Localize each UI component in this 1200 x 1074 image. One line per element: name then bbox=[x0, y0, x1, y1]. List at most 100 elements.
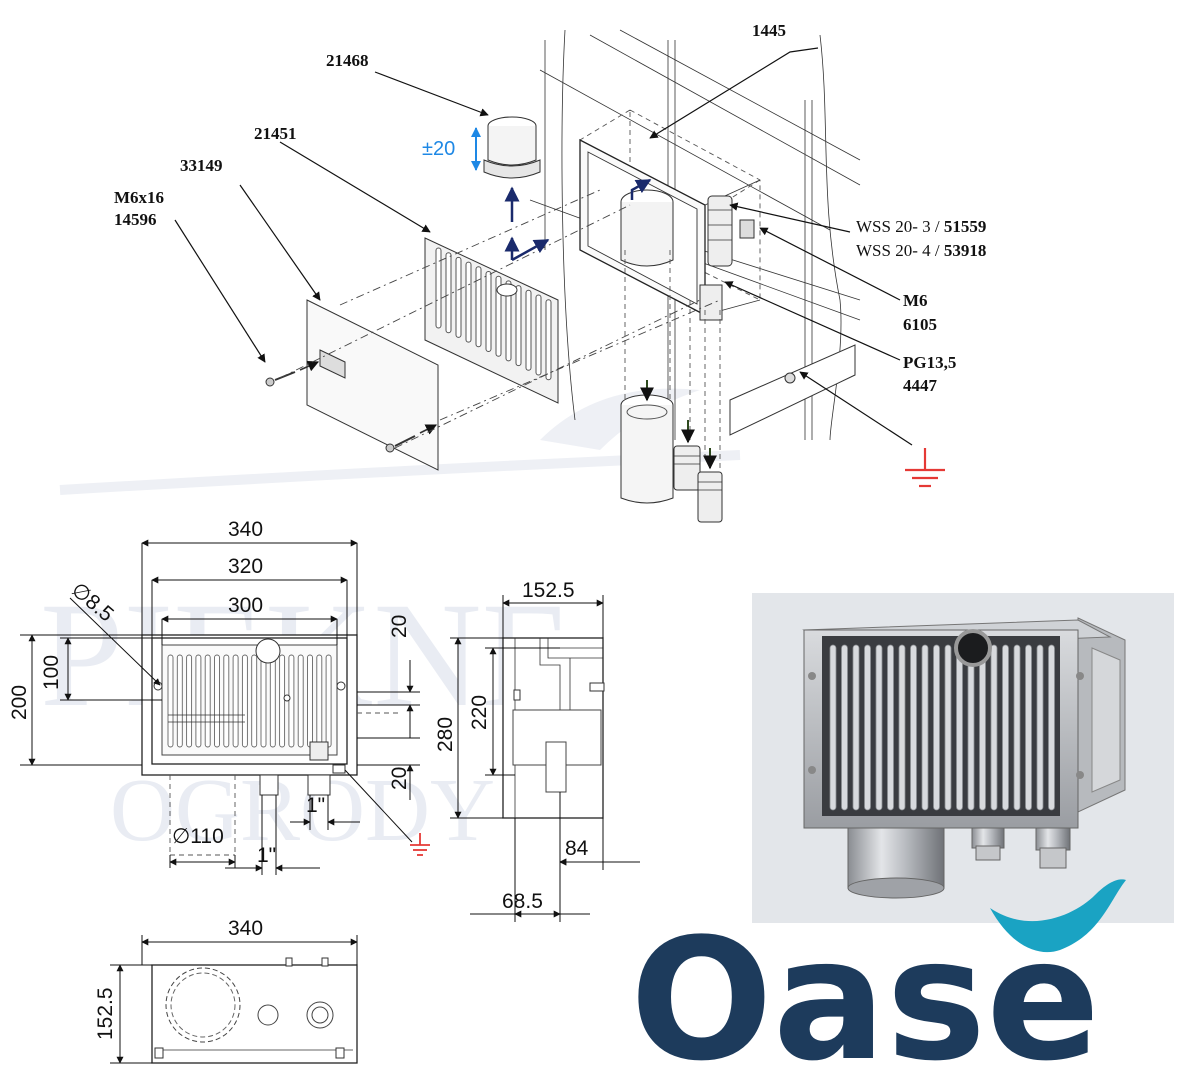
photo-slot bbox=[921, 644, 929, 811]
photo-slot bbox=[1048, 644, 1055, 811]
grille-cover bbox=[424, 237, 559, 404]
dim-1-inch-right: 1" bbox=[306, 794, 325, 817]
cover-plate bbox=[306, 299, 439, 471]
fittings bbox=[673, 445, 723, 523]
front-slot bbox=[269, 654, 276, 748]
photo-slot bbox=[898, 644, 906, 811]
front-slot bbox=[204, 654, 211, 748]
front-slot bbox=[232, 654, 239, 748]
bottom-view: 340 152.5 bbox=[94, 917, 358, 1064]
height-adjustment: ±20 bbox=[422, 127, 481, 171]
dim-dia-110: ∅110 bbox=[172, 825, 224, 848]
photo-slot bbox=[887, 644, 894, 811]
wss-3-code: 51559 bbox=[944, 217, 987, 236]
exploded-view: ±20 1445 21468 21451 33149 M6x16 14596 bbox=[114, 21, 986, 523]
ground-icon bbox=[905, 448, 945, 488]
grille-slot bbox=[515, 285, 522, 367]
product-photo bbox=[752, 593, 1174, 923]
photo-slot bbox=[910, 644, 917, 811]
part-label-21451: 21451 bbox=[254, 124, 297, 143]
front-slot bbox=[325, 654, 332, 748]
part-label-m6: M6 bbox=[903, 291, 928, 310]
front-slot bbox=[167, 654, 174, 748]
pipe bbox=[620, 394, 674, 504]
grille-slot bbox=[465, 261, 472, 343]
photo-slot bbox=[1025, 644, 1032, 811]
dim-20-top: 20 bbox=[388, 615, 411, 638]
wss-4-name: WSS 20- 4 bbox=[856, 241, 931, 260]
grille-slot bbox=[535, 294, 542, 376]
part-label-14596: 14596 bbox=[114, 210, 157, 229]
front-view: 340 320 300 ∅8.5 200 100 20 20 ∅110 1" 1… bbox=[8, 518, 430, 875]
part-label-21468: 21468 bbox=[326, 51, 369, 70]
dim-340: 340 bbox=[228, 518, 263, 541]
photo-slot bbox=[864, 644, 871, 811]
front-slot bbox=[223, 654, 230, 748]
leader-lines bbox=[174, 47, 913, 446]
screws bbox=[265, 360, 438, 453]
front-slot bbox=[186, 654, 193, 748]
dim-1-inch-left: 1" bbox=[257, 844, 276, 867]
part-label-1445: 1445 bbox=[752, 21, 786, 40]
dim-320: 320 bbox=[228, 555, 263, 578]
grille-slot bbox=[435, 247, 442, 329]
part-label-4447: 4447 bbox=[903, 376, 938, 395]
photo-slot bbox=[875, 644, 883, 811]
dim-300: 300 bbox=[228, 594, 263, 617]
grille-slot bbox=[475, 266, 482, 348]
dim-20-bottom: 20 bbox=[388, 767, 411, 790]
dim-68-5: 68.5 bbox=[502, 890, 543, 913]
front-slot bbox=[241, 654, 248, 748]
part-label-33149: 33149 bbox=[180, 156, 223, 175]
front-slot bbox=[288, 654, 295, 748]
photo-slot bbox=[841, 644, 848, 811]
front-slot bbox=[307, 654, 313, 748]
part-label-m6x16: M6x16 bbox=[114, 188, 164, 207]
photo-slot bbox=[956, 644, 963, 811]
svg-text:WSS 20- 4 / 53918: WSS 20- 4 / 53918 bbox=[856, 241, 986, 260]
part-label-6105: 6105 bbox=[903, 315, 937, 334]
side-view: 152.5 280 220 84 68.5 bbox=[434, 579, 640, 922]
front-slot bbox=[260, 654, 267, 748]
skimmer-box bbox=[579, 138, 761, 321]
dim-152-5: 152.5 bbox=[522, 579, 575, 602]
adjustment-label: ±20 bbox=[422, 138, 455, 160]
front-slot bbox=[251, 654, 258, 748]
grille-slot bbox=[445, 252, 452, 334]
photo-slot bbox=[1002, 644, 1009, 811]
wss-4-code: 53918 bbox=[944, 241, 987, 260]
float-ring bbox=[483, 116, 541, 179]
dim-280: 280 bbox=[434, 717, 457, 752]
photo-slot bbox=[990, 644, 998, 811]
dim-100: 100 bbox=[40, 655, 63, 690]
svg-text:WSS 20- 3 / 51559: WSS 20- 3 / 51559 bbox=[856, 217, 986, 236]
photo-slot bbox=[933, 644, 940, 811]
part-label-pg135: PG13,5 bbox=[903, 353, 956, 372]
front-slot bbox=[214, 654, 220, 748]
front-slot bbox=[195, 654, 202, 748]
photo-slot bbox=[852, 644, 860, 811]
dim-84: 84 bbox=[565, 837, 589, 860]
grille-slot bbox=[525, 289, 532, 371]
front-slot bbox=[316, 654, 323, 748]
front-slot bbox=[297, 654, 304, 748]
photo-slot bbox=[944, 644, 952, 811]
dim-bottom-340: 340 bbox=[228, 917, 263, 940]
grille-slot bbox=[505, 280, 512, 362]
logo-text: Oase bbox=[630, 902, 1100, 1074]
wss-3-name: WSS 20- 3 bbox=[856, 217, 931, 236]
front-ground-icon bbox=[410, 833, 430, 856]
dim-bottom-152-5: 152.5 bbox=[94, 987, 117, 1040]
front-slot bbox=[279, 654, 286, 748]
photo-slot bbox=[967, 644, 975, 811]
front-slot bbox=[176, 654, 183, 748]
dim-200: 200 bbox=[8, 685, 31, 720]
grille-slot bbox=[455, 256, 462, 338]
watermark-line2: OGRODY bbox=[110, 761, 495, 860]
part-label-wss: WSS 20- 3 / 51559 WSS 20- 4 / 53918 bbox=[856, 217, 986, 260]
photo-slot bbox=[829, 644, 837, 811]
grille-slot bbox=[545, 299, 552, 381]
grille-slot bbox=[485, 271, 492, 352]
oase-logo: Oase bbox=[630, 879, 1126, 1074]
photo-slot bbox=[1013, 644, 1021, 811]
